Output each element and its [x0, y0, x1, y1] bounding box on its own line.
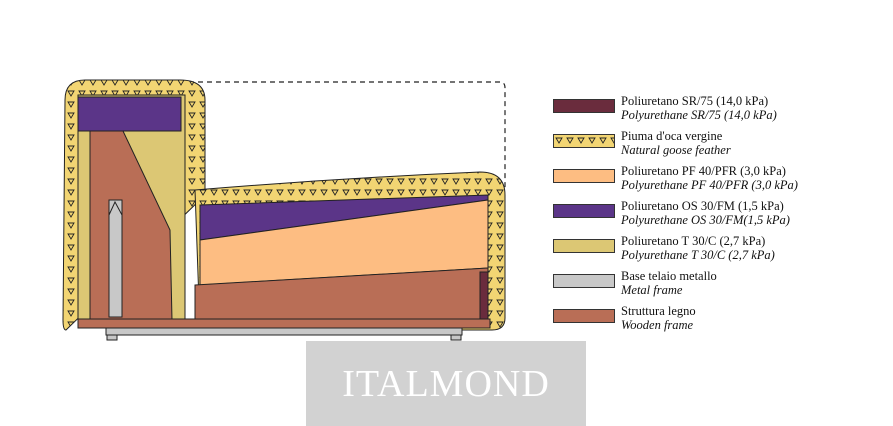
legend-label-en: Polyurethane T 30/C (2,7 kPa) — [621, 248, 775, 262]
swatch-os30 — [553, 204, 615, 218]
legend-label-it: Piuma d'oca vergine — [621, 129, 723, 143]
legend-label-en: Wooden frame — [621, 318, 694, 332]
dashed-outline — [180, 81, 506, 190]
legend-item-sr75: Poliuretano SR/75 (14,0 kPa) Polyurethan… — [553, 94, 883, 129]
legend: Poliuretano SR/75 (14,0 kPa) Polyurethan… — [553, 94, 883, 339]
legend-label-it: Poliuretano PF 40/PFR (3,0 kPa) — [621, 164, 786, 178]
swatch-wood — [553, 309, 615, 323]
foot-left — [106, 334, 118, 341]
legend-label-en: Polyurethane SR/75 (14,0 kPa) — [621, 108, 777, 122]
sr75-foam-top — [77, 96, 182, 132]
sr75-end-strip — [479, 271, 489, 321]
legend-item-os30: Poliuretano OS 30/FM (1,5 kPa) Polyureth… — [553, 199, 883, 234]
metal-post — [108, 199, 123, 318]
legend-label-en: Metal frame — [621, 283, 683, 297]
legend-label-it: Poliuretano T 30/C (2,7 kPa) — [621, 234, 766, 248]
legend-label-en: Polyurethane OS 30/FM(1,5 kPa) — [621, 213, 790, 227]
watermark-logo: ITALMOND — [306, 341, 586, 426]
legend-label-it: Base telaio metallo — [621, 269, 717, 283]
swatch-pf40 — [553, 169, 615, 183]
legend-item-wood: Struttura legno Wooden frame — [553, 304, 883, 339]
swatch-feather — [553, 134, 615, 148]
metal-base — [105, 327, 463, 336]
swatch-t30 — [553, 239, 615, 253]
legend-label-en: Natural goose feather — [621, 143, 731, 157]
swatch-metal — [553, 274, 615, 288]
wood-base-plank — [77, 318, 491, 329]
legend-label-it: Poliuretano SR/75 (14,0 kPa) — [621, 94, 769, 108]
legend-label-it: Struttura legno — [621, 304, 696, 318]
legend-item-metal: Base telaio metallo Metal frame — [553, 269, 883, 304]
swatch-sr75 — [553, 99, 615, 113]
legend-item-t30: Poliuretano T 30/C (2,7 kPa) Polyurethan… — [553, 234, 883, 269]
legend-label-en: Polyurethane PF 40/PFR (3,0 kPa) — [621, 178, 798, 192]
foot-right — [450, 334, 462, 341]
legend-item-pf40: Poliuretano PF 40/PFR (3,0 kPa) Polyuret… — [553, 164, 883, 199]
watermark-text: ITALMOND — [342, 362, 550, 405]
legend-label-it: Poliuretano OS 30/FM (1,5 kPa) — [621, 199, 784, 213]
legend-item-feather: Piuma d'oca vergine Natural goose feathe… — [553, 129, 883, 164]
